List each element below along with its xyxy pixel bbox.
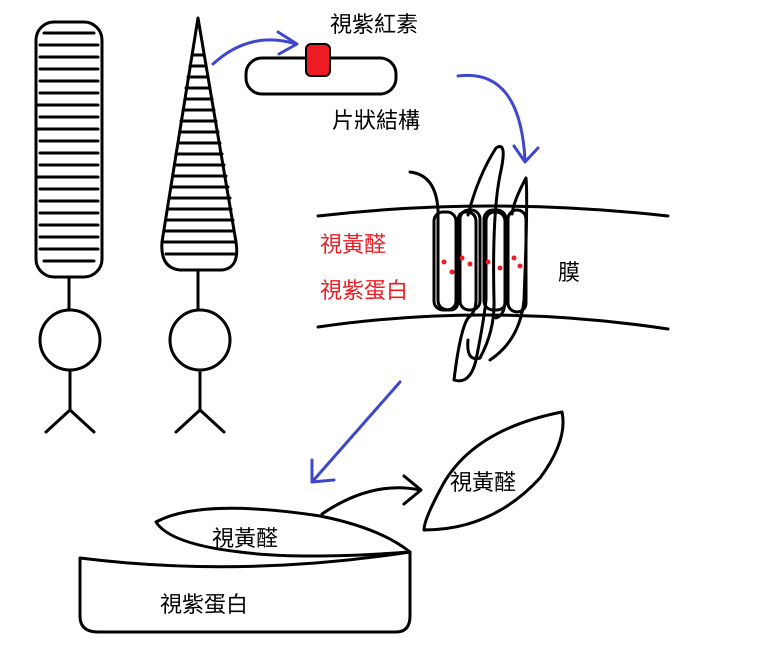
retinal-dots <box>441 255 523 275</box>
opsin-helices <box>408 145 529 383</box>
cone-cell <box>160 16 239 434</box>
arrow-to-membrane <box>456 73 540 164</box>
bottom-opsin <box>78 506 412 634</box>
arrow-release <box>320 474 423 516</box>
cone-synapse <box>174 408 226 434</box>
label-retinal-bottom: 視黃醛 <box>212 527 278 552</box>
rod-discs <box>34 31 100 263</box>
rhodopsin-pigment <box>305 43 331 77</box>
rod-synapse <box>44 408 96 434</box>
label-opsin-bottom: 視紫蛋白 <box>160 593 248 618</box>
label-rhodopsin: 視紫紅素 <box>330 13 418 38</box>
cone-outer-segment <box>160 16 239 272</box>
rod-outer-segment <box>34 20 104 279</box>
membrane <box>316 204 670 331</box>
disc-structure <box>244 43 398 96</box>
membrane-bottom-line <box>316 313 670 331</box>
retinal-released-shape <box>422 410 565 532</box>
cone-cell-body <box>168 308 232 372</box>
rod-cell-body <box>38 308 102 372</box>
rod-cell <box>34 20 104 434</box>
label-membrane: 膜 <box>558 261 580 286</box>
arrow-to-disc <box>211 30 299 66</box>
cone-discs <box>162 53 237 256</box>
label-retinal-released: 視黃醛 <box>450 471 516 496</box>
membrane-top-line <box>316 204 670 218</box>
label-disc-structure: 片狀結構 <box>332 109 420 134</box>
label-retinal-red: 視黃醛 <box>320 233 386 258</box>
label-opsin-red: 視紫蛋白 <box>320 279 408 304</box>
retinal-bound-shape <box>154 506 412 558</box>
opsin-shape <box>78 550 412 634</box>
arrow-to-bottom <box>310 380 402 484</box>
